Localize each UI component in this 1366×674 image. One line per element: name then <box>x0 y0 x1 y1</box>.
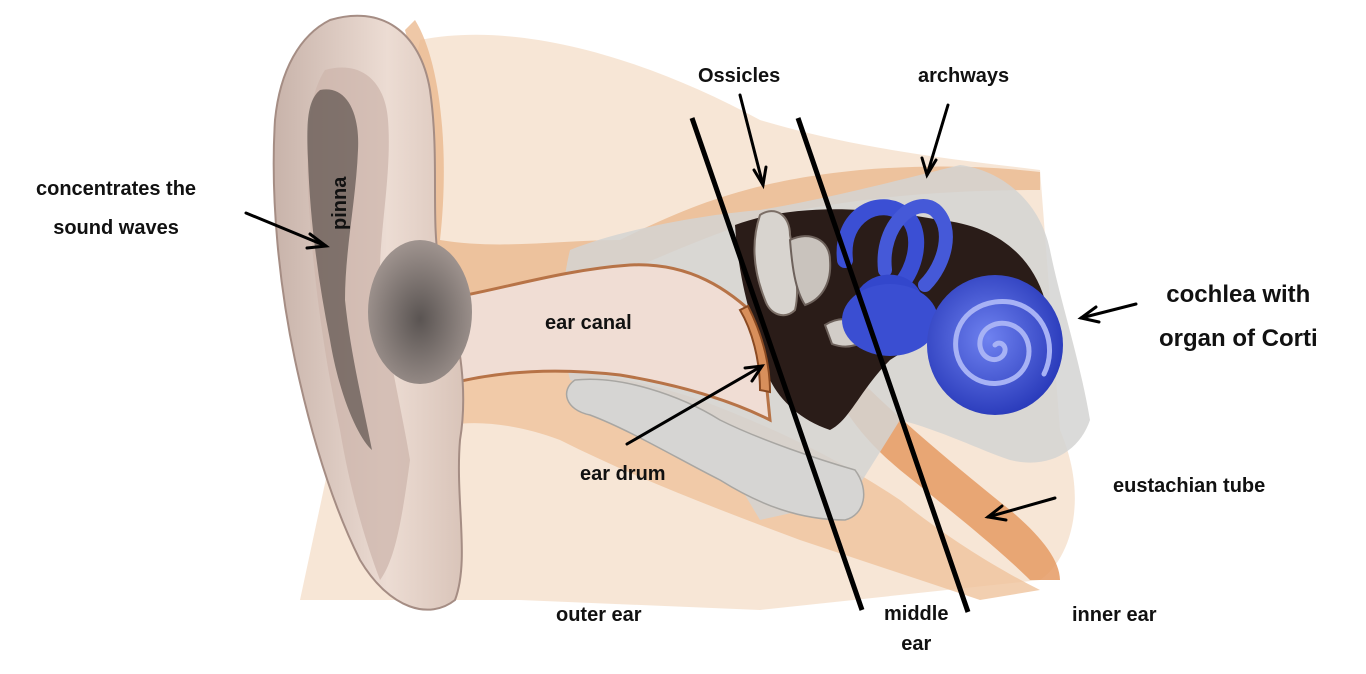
ear-canal-tube <box>438 263 772 423</box>
concha-bowl <box>368 240 472 384</box>
annotation-arrows <box>244 93 1138 522</box>
label-pinna: pinna <box>329 176 351 230</box>
label-ossicles: Ossicles <box>698 65 781 87</box>
label-inner-ear: inner ear <box>1072 604 1157 626</box>
label-cochlea-line1: cochlea with <box>1166 281 1311 308</box>
vestibule <box>842 284 938 356</box>
label-outer-ear: outer ear <box>556 604 642 626</box>
eustachian-tissue <box>840 380 1060 580</box>
arrow-concentrates <box>244 211 330 250</box>
pinna-inner-ridge <box>307 89 372 451</box>
label-ear-canal: ear canal <box>545 312 632 334</box>
arrow-eustachian <box>984 496 1057 522</box>
label-middle-ear-line2: ear <box>901 633 932 655</box>
arrow-archways <box>920 103 950 179</box>
label-cochlea: cochlea with organ of Corti <box>1159 273 1318 361</box>
label-concentrates-line1: concentrates the <box>36 178 197 200</box>
semicircular-canal-2 <box>877 199 953 292</box>
tissue-band-upper <box>405 20 1040 300</box>
ossicle-incus <box>788 235 832 307</box>
arrow-ossicles <box>738 93 768 190</box>
label-eustachian-tube: eustachian tube <box>1113 475 1266 497</box>
ossicle-malleus <box>753 210 799 317</box>
outer-middle-boundary-line <box>689 117 865 611</box>
label-ear-drum: ear drum <box>580 463 666 485</box>
arrow-ear-drum <box>625 364 766 446</box>
jaw-bone <box>565 378 865 521</box>
label-middle-ear: middle ear <box>884 599 948 659</box>
eardrum-membrane <box>738 304 772 394</box>
label-concentrates-line2: sound waves <box>53 217 179 239</box>
label-middle-ear-line1: middle <box>884 603 949 625</box>
label-archways: archways <box>918 65 1010 87</box>
cochlea-spiral <box>953 299 1053 386</box>
arrow-cochlea <box>1077 302 1138 324</box>
inner-ear-organ <box>836 199 1063 415</box>
middle-inner-boundary-line <box>795 117 971 613</box>
label-concentrates-sound-waves: concentrates the sound waves <box>36 170 196 248</box>
label-cochlea-line2: organ of Corti <box>1159 325 1318 352</box>
